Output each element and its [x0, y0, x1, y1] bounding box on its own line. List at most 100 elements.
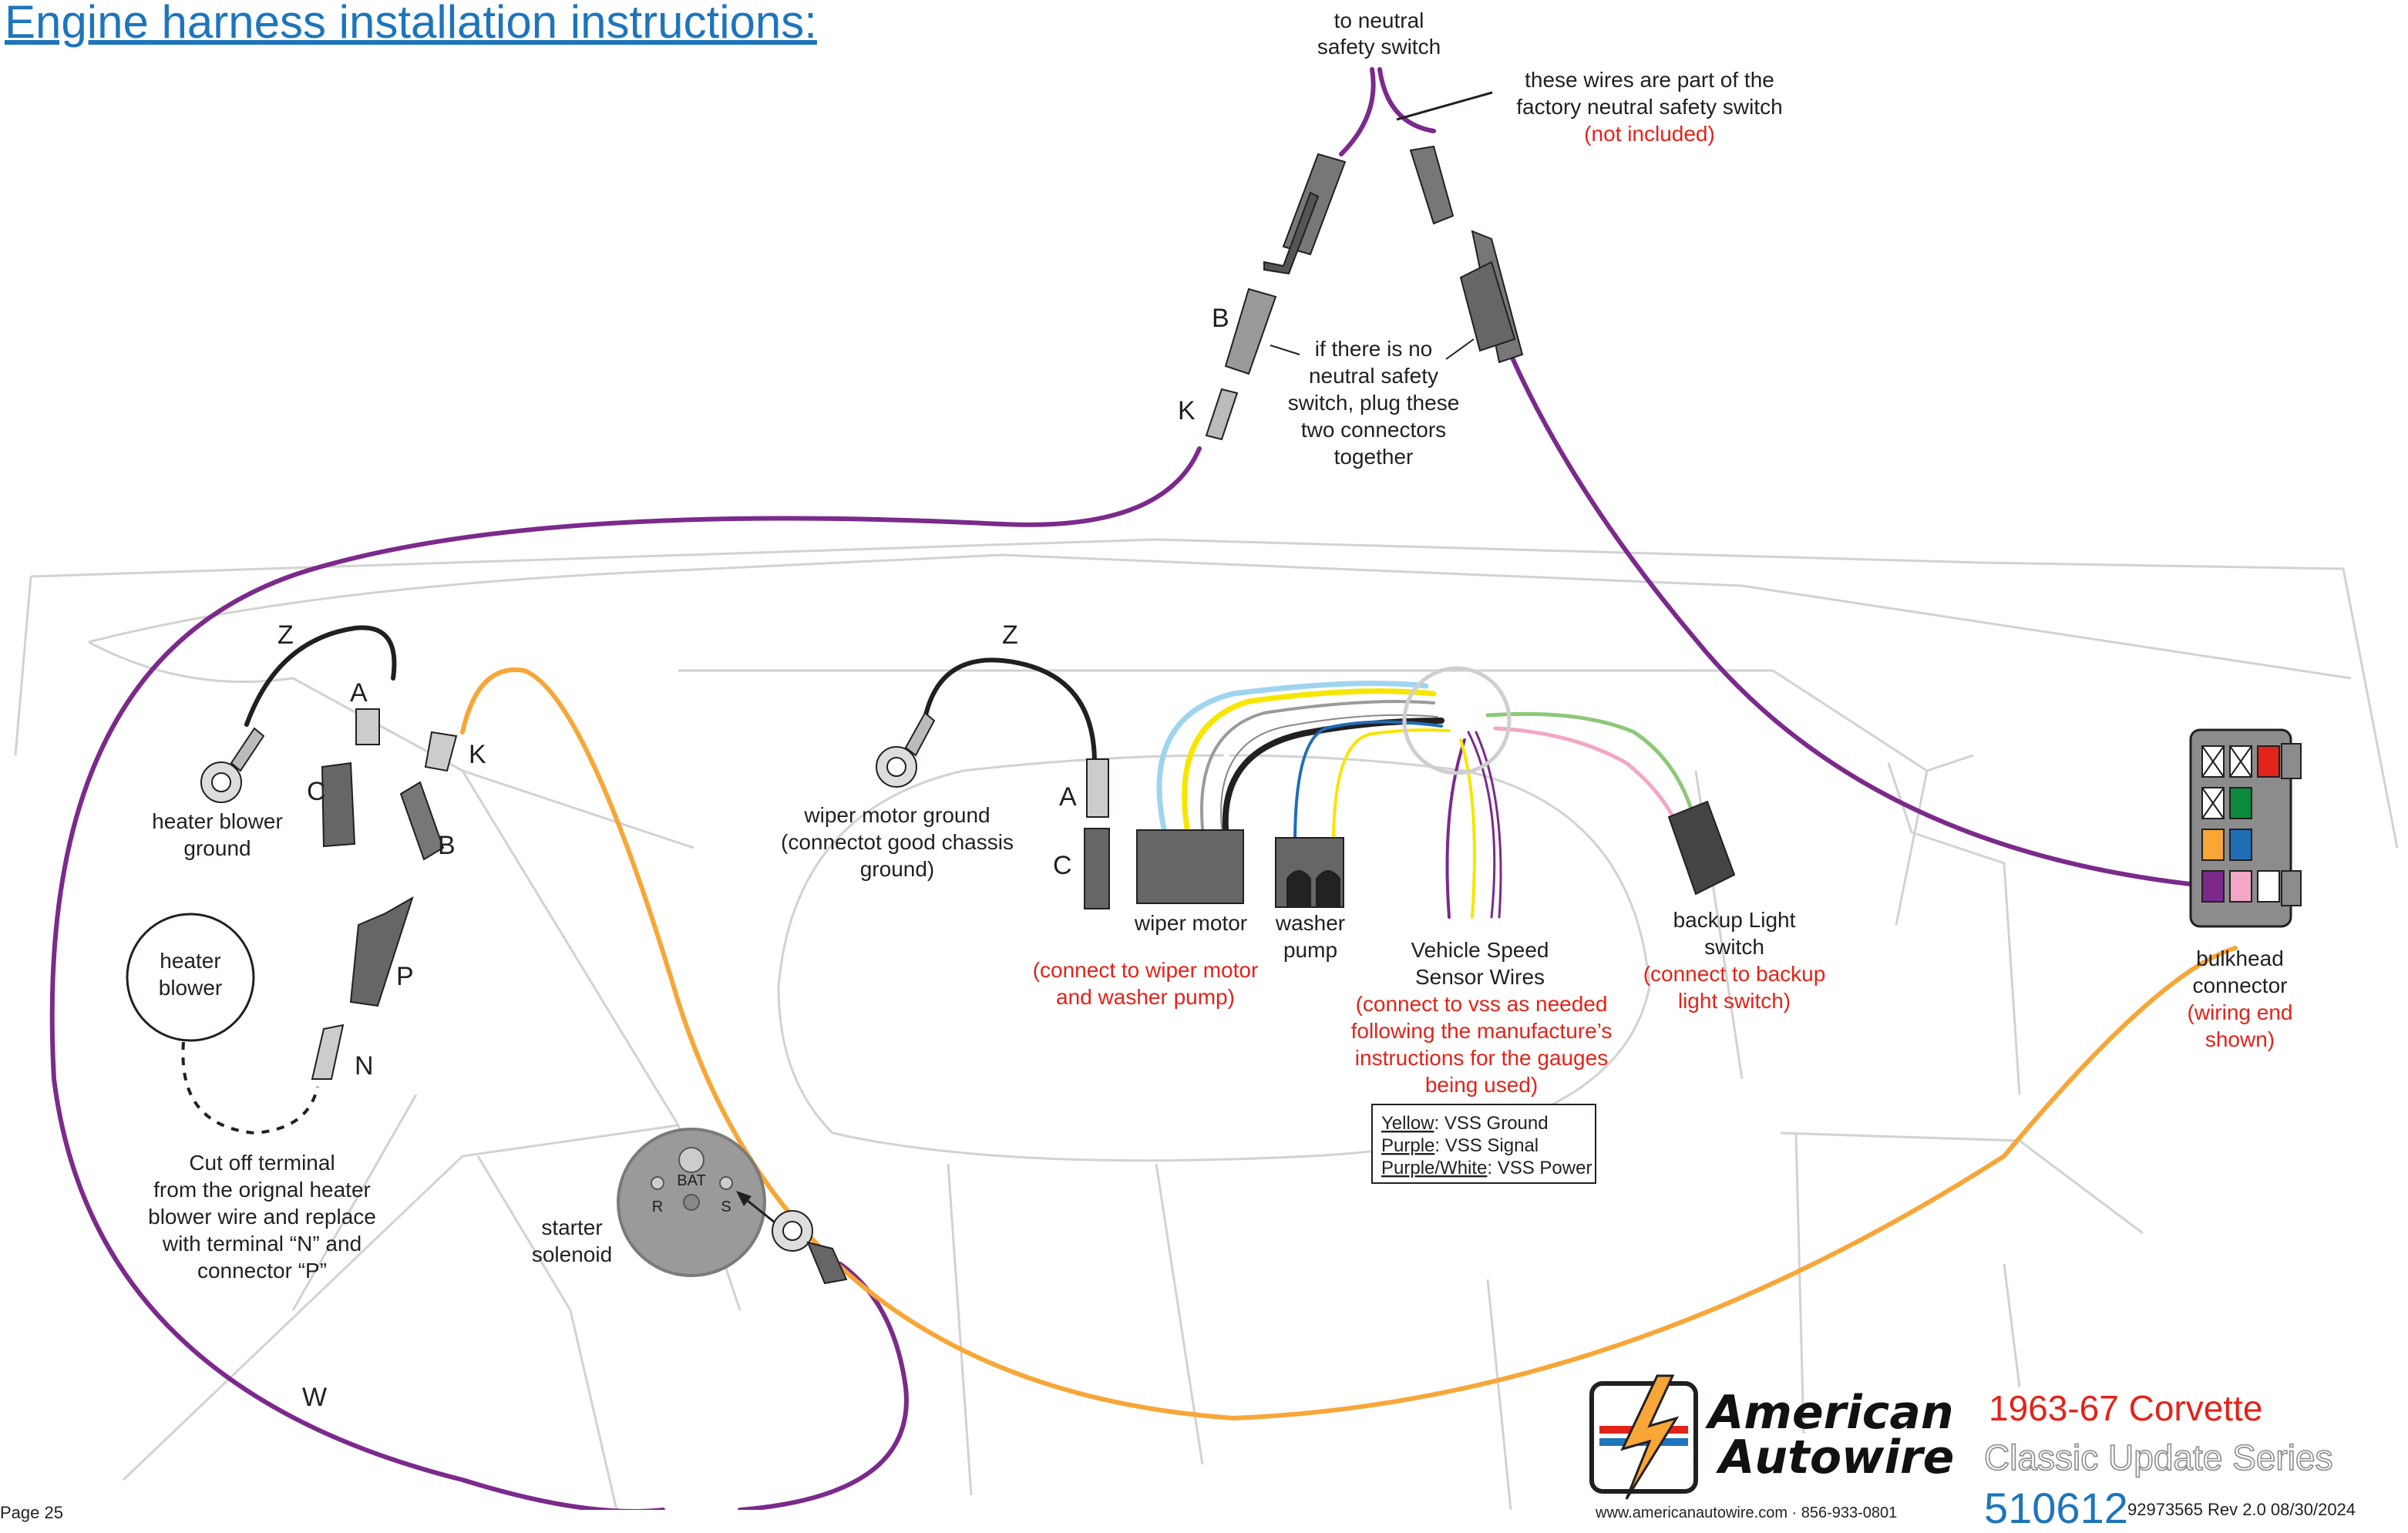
- heater-blower-label-1: heater: [160, 949, 220, 973]
- wiper-components: [876, 711, 1736, 909]
- legend-purple: Purple: VSS Signal: [1381, 1135, 1539, 1156]
- connector-c-left: [321, 761, 356, 848]
- letter-c-mid: C: [1053, 851, 1072, 880]
- letter-c-left: C: [307, 777, 326, 806]
- cutoff-line-1: Cut off terminal: [189, 1151, 335, 1175]
- diagram-labels: to neutral safety switch these wires are…: [148, 8, 2292, 1412]
- wiper-ground-line-2: (connectot good chassis: [781, 830, 1014, 854]
- wiper-note-line-2: and washer pump): [1056, 985, 1235, 1009]
- letter-b-left: B: [438, 831, 456, 860]
- factory-wires-note: (not included): [1584, 122, 1715, 146]
- washer-pump-label-1: washer: [1275, 911, 1345, 935]
- bulkhead-label-1: bulkhead: [2196, 946, 2284, 970]
- heater-blower-circle: [126, 913, 255, 1042]
- solenoid-s-label: S: [721, 1198, 731, 1215]
- purple-wire-bulkhead: [1508, 352, 2199, 887]
- wiper-ground-line-3: ground): [860, 857, 935, 881]
- heater-blower-label-2: blower: [159, 976, 222, 1000]
- cutoff-line-3: blower wire and replace: [148, 1205, 376, 1229]
- plug-pointer-left: [1270, 345, 1300, 355]
- vss-legend-box: [1371, 1104, 1596, 1184]
- solenoid-r-label: R: [652, 1198, 663, 1215]
- wires: [49, 67, 2238, 1510]
- vss-note-line-1: (connect to vss as needed: [1356, 992, 1608, 1016]
- vss-note-line-3: instructions for the gauges: [1355, 1046, 1608, 1070]
- backup-label-1: backup Light: [1673, 908, 1796, 932]
- vss-label-2: Sensor Wires: [1415, 965, 1545, 989]
- terminal-n: [311, 1024, 345, 1080]
- solenoid-arrow-head: [736, 1191, 752, 1206]
- solenoid-terminal-boot: [806, 1241, 848, 1285]
- wiper-note-line-1: (connect to wiper motor: [1033, 958, 1259, 982]
- connector-b-left: [399, 781, 445, 861]
- factory-wires-label-1: these wires are part of the: [1525, 68, 1774, 92]
- wiper-ground-line-1: wiper motor ground: [803, 803, 990, 827]
- terminal-k-left: [424, 731, 458, 772]
- letter-a-mid: A: [1059, 782, 1077, 812]
- engine-bay-outline: [14, 538, 2399, 1510]
- terminal-a-mid: [1086, 758, 1109, 818]
- washer-pump-label-2: pump: [1283, 938, 1337, 962]
- bulkhead-connector: [2189, 728, 2302, 928]
- purple-wire-top-right: [1377, 67, 1436, 133]
- letter-k-top: K: [1178, 396, 1196, 425]
- legend-purple-white: Purple/White: VSS Power: [1381, 1158, 1592, 1178]
- vss-note-line-4: being used): [1425, 1073, 1538, 1097]
- backup-light-connector: [1667, 800, 1736, 896]
- heater-components: [200, 708, 458, 1080]
- plug-note-line-1: if there is no: [1315, 337, 1433, 361]
- letter-k-left: K: [469, 740, 486, 769]
- connector-p: [349, 896, 414, 1007]
- model-title: 1963-67 Corvette: [1989, 1388, 2263, 1428]
- starter-label-2: solenoid: [532, 1242, 612, 1266]
- starter-solenoid: [617, 1128, 766, 1277]
- letter-z-mid: Z: [1002, 620, 1018, 650]
- brand-autowire: Autowire: [1719, 1430, 1955, 1484]
- wiper-motor-connector: [1136, 829, 1244, 904]
- terminal-a-left: [355, 708, 380, 745]
- purple-wire-w: [49, 446, 1202, 1510]
- brand-american: American: [1708, 1386, 1954, 1440]
- bulkhead-note-line-1: (wiring end: [2188, 1000, 2293, 1024]
- bulkhead-label-2: connector: [2193, 973, 2288, 997]
- heater-dashed-line: [181, 1041, 319, 1135]
- backup-note-line-1: (connect to backup: [1643, 962, 1826, 986]
- factory-pointer-line: [1396, 91, 1493, 121]
- plug-note-line-4: two connectors: [1301, 418, 1446, 442]
- plug-note-line-3: switch, plug these: [1288, 391, 1460, 415]
- vss-label-1: Vehicle Speed: [1411, 938, 1549, 962]
- neutral-connectors: [1205, 145, 1524, 441]
- part-number: 510612: [1984, 1484, 2128, 1532]
- starter-label-1: starter: [541, 1215, 602, 1239]
- legend-yellow: Yellow: VSS Ground: [1381, 1113, 1549, 1134]
- heater-ground-label-2: ground: [183, 836, 251, 860]
- letter-b-top: B: [1212, 304, 1229, 333]
- plug-note-line-5: together: [1334, 445, 1414, 469]
- factory-wires-label-2: factory neutral safety switch: [1516, 95, 1782, 119]
- letter-z-left: Z: [277, 620, 294, 650]
- orange-wire: [460, 667, 2238, 1421]
- letter-p: P: [396, 962, 414, 991]
- lightning-bolt-icon: [1620, 1374, 1680, 1500]
- heater-ground-label-1: heater blower: [152, 809, 283, 833]
- purple-wire-solenoid: [738, 1262, 909, 1510]
- ground-wire-left: [244, 625, 397, 727]
- connector-c-mid: [1084, 828, 1110, 909]
- backup-note-line-2: light switch): [1678, 989, 1791, 1013]
- letter-a-left: A: [350, 678, 368, 708]
- vss-note-line-2: following the manufacture’s: [1351, 1019, 1613, 1043]
- purple-wire-top-left: [1339, 67, 1376, 156]
- bulkhead-note-line-2: shown): [2205, 1027, 2275, 1051]
- firewall-grommet: [1402, 666, 1512, 775]
- letter-n: N: [355, 1051, 374, 1081]
- cutoff-line-2: from the orignal heater: [153, 1178, 371, 1202]
- backup-label-2: switch: [1704, 935, 1764, 959]
- ground-wire-mid: [923, 657, 1097, 765]
- neutral-switch-label-2: safety switch: [1317, 35, 1441, 59]
- wiper-motor-label: wiper motor: [1134, 911, 1247, 935]
- page-title: Engine harness installation instructions…: [5, 0, 817, 48]
- website-phone: www.americanautowire.com · 856-933-0801: [1596, 1504, 1898, 1521]
- series-title: Classic Update Series: [1983, 1437, 2333, 1478]
- cutoff-line-5: connector “P”: [197, 1259, 327, 1283]
